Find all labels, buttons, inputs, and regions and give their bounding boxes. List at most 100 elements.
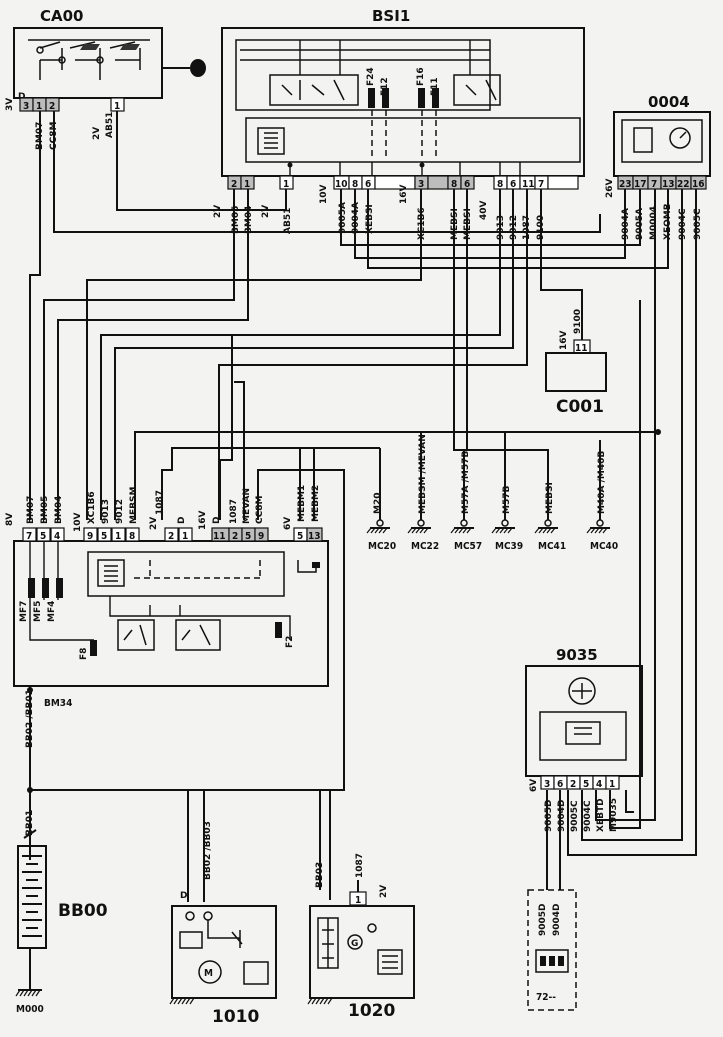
battery-icon: [17, 845, 47, 949]
bm34-title: BM34: [44, 698, 72, 709]
fuse-icon: [432, 88, 439, 108]
ca00-component: CA00 3V D 3 1 2 1 2V BM07 CC8M AB51: [5, 7, 206, 150]
wire-label: 1087: [155, 490, 165, 515]
bsi1-pin-label: 8: [451, 179, 457, 190]
wire-9012: [114, 189, 514, 520]
bm34-relay-2: [175, 619, 221, 651]
fuse-label: MF4: [47, 601, 57, 622]
c9035-pin-label: 5: [583, 779, 589, 790]
wire-label: XC1B6: [87, 491, 97, 524]
c0004-component: 0004 26V 23 17 7 13 22 16 9004A 9005A M0…: [605, 93, 711, 240]
ground-hatch-icon: [15, 989, 41, 997]
junction-dot: [655, 429, 661, 435]
c1010-title: 1010: [212, 1007, 259, 1027]
m000-label: M000: [16, 1004, 44, 1015]
wire-9004a: [354, 189, 626, 259]
c9035-pin-label: 1: [609, 779, 615, 790]
motor-icon: [198, 960, 222, 984]
wire-label: AB51: [105, 112, 115, 138]
bm34-conn16v: 16V: [198, 510, 208, 530]
bsi1-pin-label: 10: [335, 179, 348, 190]
c1020-conn: 2V: [379, 885, 389, 898]
fuse-label: F12: [380, 77, 390, 96]
mass-label: MC40: [590, 541, 618, 552]
wire-label: 9004C: [583, 800, 593, 832]
wire-label: 9005C: [570, 800, 580, 832]
wire-label: BB02 /BB03: [203, 821, 213, 880]
junction-dot: [419, 162, 425, 168]
bm34-pin: [97, 527, 112, 542]
bm34-pin-label: 5: [245, 531, 251, 542]
wire-label: MEBSI: [545, 482, 555, 514]
wire-9005a: [340, 189, 641, 246]
bb00-component: BB01 BB00 M000: [15, 810, 108, 1015]
wire-label: 9004D: [557, 799, 567, 832]
regulator-icon: [377, 949, 403, 975]
bm34-pin-label: 7: [26, 531, 32, 542]
fuse-label: MF5: [33, 601, 43, 622]
diode-icon: [322, 918, 334, 968]
mass-mc40: M40A /M40B MC40: [586, 451, 618, 552]
bsi1-chip: [257, 127, 285, 155]
chip-icon: [633, 127, 653, 153]
display-lines-icon: [574, 727, 592, 735]
mass-mc41: MEBSI MC41: [534, 482, 566, 552]
wire-label: MEBSM /MEVAN: [418, 434, 428, 514]
terminal-icon: [376, 519, 384, 527]
c1020-component: BB03 1087 2V 1 G 1020: [307, 853, 415, 1021]
wire-label: 9005A: [338, 202, 348, 234]
bb00-terminal: [23, 829, 37, 846]
fuse-icon: [42, 578, 49, 598]
wire-label: BM05: [231, 206, 241, 234]
ca00-switch-contacts: [28, 39, 150, 80]
wire-bm07: [29, 111, 41, 520]
c0004-title: 0004: [648, 93, 690, 111]
ground-hatch-icon: [169, 997, 195, 1005]
wire-9100: [540, 189, 583, 340]
motor-symbol: M: [204, 968, 213, 979]
c1020-box: [309, 905, 415, 999]
fuse-icon: [418, 88, 425, 108]
bsi1-conn-a: 2V: [213, 205, 223, 218]
bsi1-relay-dual: [269, 74, 359, 106]
bm34-pin-label: 5: [40, 531, 46, 542]
bsi1-conn40v: 40V: [479, 200, 489, 220]
terminal-icon: [185, 911, 195, 921]
clock-hands-icon: [572, 683, 592, 699]
wire-label: 9005D: [544, 799, 554, 832]
wire-xc1b6: [86, 189, 422, 520]
bm34-component: 8V 7 5 4 BM07 BM05 BM04 10V 9 5 1 8 XC1B…: [5, 485, 329, 748]
bsi1-pin-label: 6: [510, 179, 516, 190]
wire-label: MEBM1: [297, 485, 307, 522]
wire-d: [219, 335, 233, 520]
wire-m0004: [595, 189, 656, 821]
wire-label: BM04: [54, 496, 64, 524]
wire-9004c: [581, 189, 683, 841]
c9035-pin-label: 2: [570, 779, 576, 790]
terminal-icon: [501, 519, 509, 527]
bsi1-conn10v: 10V: [319, 184, 329, 204]
c9035-sub-label: 72--: [536, 992, 556, 1003]
connector-pins-icon: [540, 956, 564, 966]
wire-label: 9100: [573, 309, 583, 334]
c0004-inner: [621, 119, 703, 163]
wire-label: MEVAN: [242, 488, 252, 524]
bsi1-pin-label: 11: [522, 179, 535, 190]
wire-bm04: [57, 189, 249, 520]
wire-label: M40A /M40B: [597, 451, 607, 514]
ground-hatch-icon: [450, 527, 472, 534]
wire-mebsm-bus: [134, 431, 658, 520]
ground-icon: [312, 562, 320, 568]
bsi1-internal-bus: [240, 40, 490, 75]
ca00-terminal: [96, 56, 104, 64]
c1020-pin-label: 1: [355, 895, 361, 906]
c0004-pin-label: 7: [651, 179, 657, 190]
wire-label: 9013: [101, 499, 111, 524]
fuse-icon: [275, 622, 282, 638]
wire-label: M9035: [609, 798, 619, 832]
fuse-icon: [90, 640, 97, 656]
bsi1-pin-label: 7: [538, 179, 544, 190]
bsi1-relay: [453, 74, 501, 106]
mass-label: MC20: [368, 541, 396, 552]
